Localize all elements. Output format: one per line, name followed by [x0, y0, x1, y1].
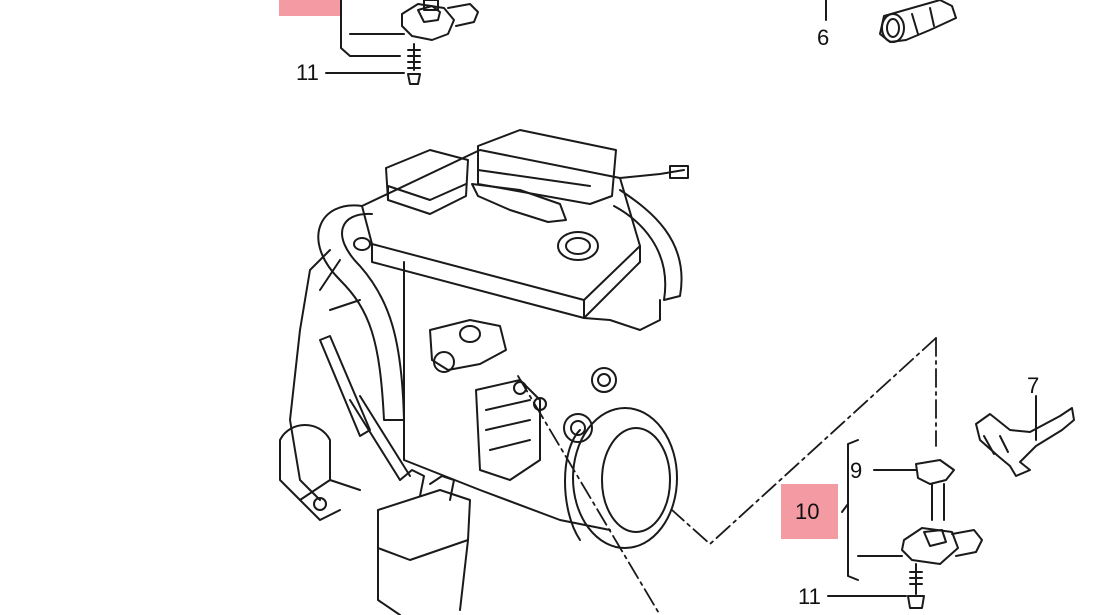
- callout-11-bottom: 11: [798, 584, 821, 609]
- highlight-marker-10: [781, 484, 838, 539]
- callout-6: 6: [817, 25, 830, 50]
- engine-block: [279, 129, 689, 615]
- callout-7: 7: [1027, 373, 1040, 398]
- sensor-assembly-bottom: [827, 439, 983, 609]
- callout-11-top: 11: [296, 60, 319, 85]
- part-7-bracket: [975, 395, 1075, 477]
- callout-9: 9: [850, 458, 863, 483]
- callout-10: 10: [795, 499, 820, 524]
- highlight-marker-top: [279, 0, 341, 16]
- part-6-elbow: [825, 0, 957, 43]
- leader-lines: [517, 337, 937, 615]
- sensor-assembly-top: [325, 0, 479, 85]
